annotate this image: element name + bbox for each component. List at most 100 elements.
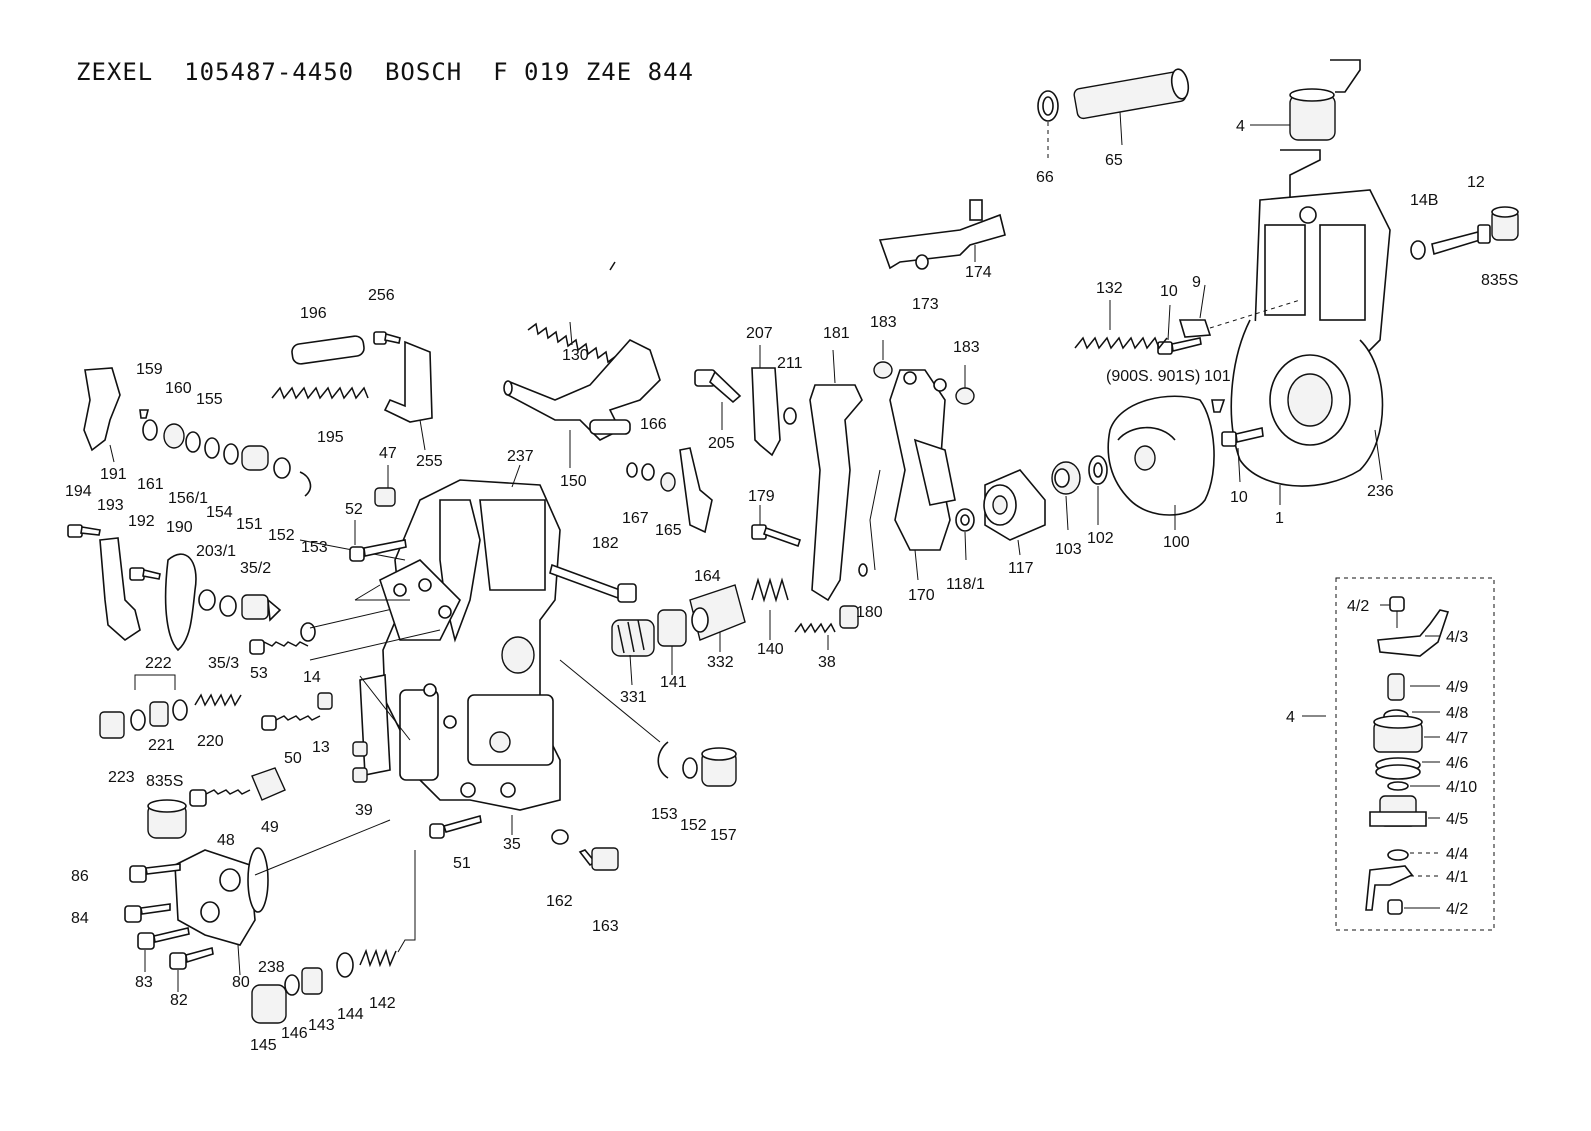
label-35-3: 35/3 [208,655,239,672]
label-117: 117 [1008,560,1034,577]
part-223-nut [99,709,146,739]
part-152-oring-b [682,757,698,779]
label-52: 52 [345,501,363,518]
part-194-bolt [67,524,101,538]
inset-label-4-1: 4/1 [1446,869,1468,886]
part-166-washer [641,463,655,481]
label-47: 47 [379,445,397,462]
label-35-2: 35/2 [240,560,271,577]
label-166: 166 [640,416,667,433]
label-331: 331 [620,689,647,706]
label-82: 82 [170,992,188,1009]
part-174-linkage [878,199,1006,270]
label-220: 220 [197,733,224,750]
part-220-screw [194,693,242,707]
part-13-nut [317,692,333,710]
part-118-1-washer [955,508,975,561]
label-145: 145 [250,1037,277,1054]
label-143: 143 [308,1017,335,1034]
label-238: 238 [258,959,285,976]
inset-label-4-4: 4/4 [1446,846,1468,863]
inset-label-4-8: 4/8 [1446,705,1468,722]
part-193-lever [99,537,141,642]
part-205-pin [694,369,742,430]
part-183-bushing-b [955,365,975,405]
part-103-ring [1051,461,1081,531]
part-179-pin [751,505,802,548]
label-255: 255 [416,453,443,470]
label-38: 38 [818,654,836,671]
label-39: 39 [355,802,373,819]
inset-4-6-spring [1375,757,1421,780]
part-164-lever [679,447,713,534]
part-10-bolt-bottom [1221,427,1264,483]
part-180-clip [858,563,868,577]
label-141: 141 [660,674,687,691]
part-163-bolt [578,847,619,871]
label-118-1: 118/1 [946,576,985,593]
label-162: 162 [546,893,573,910]
label-174: 174 [965,264,992,281]
label-256: 256 [368,287,395,304]
label-223: 223 [108,769,135,786]
label-150: 150 [560,473,587,490]
part-143-nut [301,967,323,995]
part-332-nut [689,584,746,652]
label-12: 12 [1467,174,1485,191]
part-221-nut [149,699,188,727]
part-51-bolt [429,814,482,839]
part-191-bracket [83,367,121,452]
label-159: 159 [136,361,163,378]
part-52-bolt [349,520,407,562]
inset-label-4-3: 4/3 [1446,629,1468,646]
label-900s-901s: (900S. 901S) [1106,368,1200,385]
part-66-ring [1037,90,1059,160]
label-152-b: 152 [680,817,707,834]
label-192: 192 [128,513,155,530]
part-132-spring [1074,336,1168,350]
part-141-nut [657,609,687,675]
inset-4-4-spring [1387,849,1409,861]
inset-label-4-10: 4/10 [1446,779,1477,796]
washer-stack-160-151 [142,419,312,497]
label-103: 103 [1055,541,1082,558]
part-183-bushing-a [873,340,893,379]
part-835s-cap [1491,206,1519,241]
label-151: 151 [236,516,263,533]
inset-4-7-cap [1373,715,1423,753]
part-38-screw [794,605,859,650]
part-331-spring [611,619,655,686]
label-144: 144 [337,1006,364,1023]
part-101-key [1211,399,1226,413]
part-labels: 4 65 66 12 14B 835S 174 173 132 10 9 (90… [65,118,1518,1054]
label-173: 173 [912,296,939,313]
inset-box [1335,577,1495,931]
leader-14 [309,629,441,661]
part-49-nut [251,767,286,801]
label-182: 182 [592,535,619,552]
label-161: 161 [137,476,164,493]
inset-label-4-2-top: 4/2 [1347,598,1369,615]
label-49: 49 [261,819,279,836]
part-35-3-washer [219,595,237,617]
label-9: 9 [1192,274,1201,291]
part-181-lever [809,349,863,602]
label-167: 167 [622,510,649,527]
part-39-nuts [352,741,368,783]
label-160: 160 [165,380,192,397]
part-82-bolt [169,946,214,992]
part-47-plug [374,465,396,507]
part-207-plate [751,345,781,457]
part-102-washer [1088,455,1108,525]
label-835s-b: 835S [146,773,183,790]
part-167-clip [626,462,638,478]
label-835s-a: 835S [1481,272,1518,289]
label-195: 195 [317,429,344,446]
inset-4-1-bracket [1365,865,1414,911]
label-140: 140 [757,641,784,658]
part-211-clip [783,407,797,425]
part-142-screw [359,850,416,968]
part-203-1-washer [198,589,216,611]
part-196-pin [291,335,365,365]
label-153-b: 153 [651,806,678,823]
